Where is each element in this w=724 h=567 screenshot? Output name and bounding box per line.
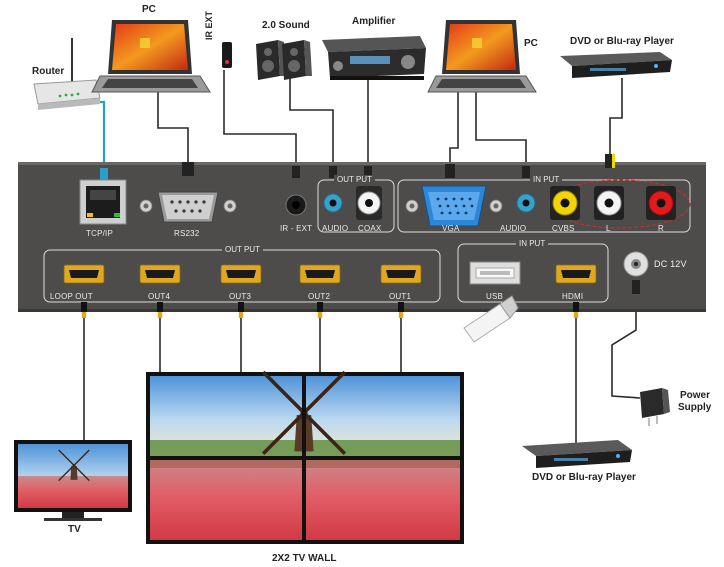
rs232-label: RS232 xyxy=(174,229,200,238)
ir-receiver-device xyxy=(222,42,232,68)
tv-label: TV xyxy=(68,524,81,535)
sound-label: 2.0 Sound xyxy=(262,20,310,31)
hdmi-in-port xyxy=(555,264,597,284)
pc-right-device xyxy=(427,20,537,93)
rca-r-label: R xyxy=(658,224,664,233)
rca-right-jack xyxy=(646,186,676,220)
dvd-player-top-device xyxy=(560,52,672,78)
loop-out-label: LOOP OUT xyxy=(50,292,93,301)
ir-ext-jack xyxy=(285,194,307,216)
rs232-port xyxy=(139,191,237,223)
pc-left-label: PC xyxy=(142,4,156,15)
dc-label: DC 12V xyxy=(654,259,687,269)
input-hdmi-section-label: IN PUT xyxy=(516,239,549,248)
tv-wall-label: 2X2 TV WALL xyxy=(272,553,337,564)
cable-plugs xyxy=(81,154,640,318)
hdmi-out1-port xyxy=(380,264,422,284)
usb-port xyxy=(469,261,521,285)
input-top-section-label: IN PUT xyxy=(530,175,563,184)
coax-label: COAX xyxy=(358,224,382,233)
hdmi-out3-port xyxy=(220,264,262,284)
audio-out-jack xyxy=(323,193,343,213)
out4-label: OUT4 xyxy=(148,292,171,301)
usb-stick-device xyxy=(463,295,519,343)
power-adapter-device xyxy=(640,388,670,426)
dvd-bottom-label: DVD or Blu-ray Player xyxy=(532,472,636,483)
output-hdmi-section-label: OUT PUT xyxy=(222,245,263,254)
amplifier-device xyxy=(322,36,426,80)
rca-cvbs-jack xyxy=(550,186,580,220)
pc-rs232-cable xyxy=(157,92,189,172)
dvd-top-label: DVD or Blu-ray Player xyxy=(570,36,674,47)
pc-right-label: PC xyxy=(524,38,538,49)
tcpip-port xyxy=(79,179,127,225)
audio-out-label: AUDIO xyxy=(322,224,349,233)
amplifier-label: Amplifier xyxy=(352,16,396,27)
cvbs-label: CVBS xyxy=(552,224,575,233)
usb-label: USB xyxy=(486,292,504,301)
power-supply-label-line2: Supply xyxy=(678,402,712,413)
out3-label: OUT3 xyxy=(229,292,252,301)
coax-jack xyxy=(356,186,382,220)
power-cable xyxy=(611,294,641,399)
pc-left-device xyxy=(91,20,211,93)
ir-ext-label: IR EXT xyxy=(204,10,214,40)
router-device xyxy=(33,38,101,110)
dc-power-jack xyxy=(623,251,649,277)
out2-label: OUT2 xyxy=(308,292,331,301)
hdmi-out2-port xyxy=(299,264,341,284)
power-supply-label-line1: Power xyxy=(680,390,711,401)
hdmi-loop-out-port xyxy=(63,264,105,284)
hdmi-in-label: HDMI xyxy=(562,292,584,301)
hdmi-out4-port xyxy=(139,264,181,284)
tv-wall-device xyxy=(146,370,464,544)
speakers-device xyxy=(256,40,312,80)
dvd-player-bottom-device xyxy=(522,440,632,468)
pc-audio-cable xyxy=(475,88,527,176)
cables xyxy=(83,70,641,446)
ir-cable xyxy=(223,70,297,176)
output-top-section-label: OUT PUT xyxy=(334,175,375,184)
audio-in-jack xyxy=(516,193,536,213)
router-label: Router xyxy=(32,66,65,77)
rca-l-label: L xyxy=(606,224,611,233)
audio-in-label: AUDIO xyxy=(500,224,527,233)
out1-label: OUT1 xyxy=(389,292,412,301)
tcpip-label: TCP/IP xyxy=(86,229,113,238)
sound-cable xyxy=(289,78,334,176)
vga-label: VGA xyxy=(442,224,460,233)
dvd-rca-cable xyxy=(609,78,623,168)
vga-port xyxy=(405,185,503,227)
ir-port-label: IR - EXT xyxy=(280,224,313,233)
tv-device xyxy=(14,440,132,521)
rca-left-jack xyxy=(594,186,624,220)
